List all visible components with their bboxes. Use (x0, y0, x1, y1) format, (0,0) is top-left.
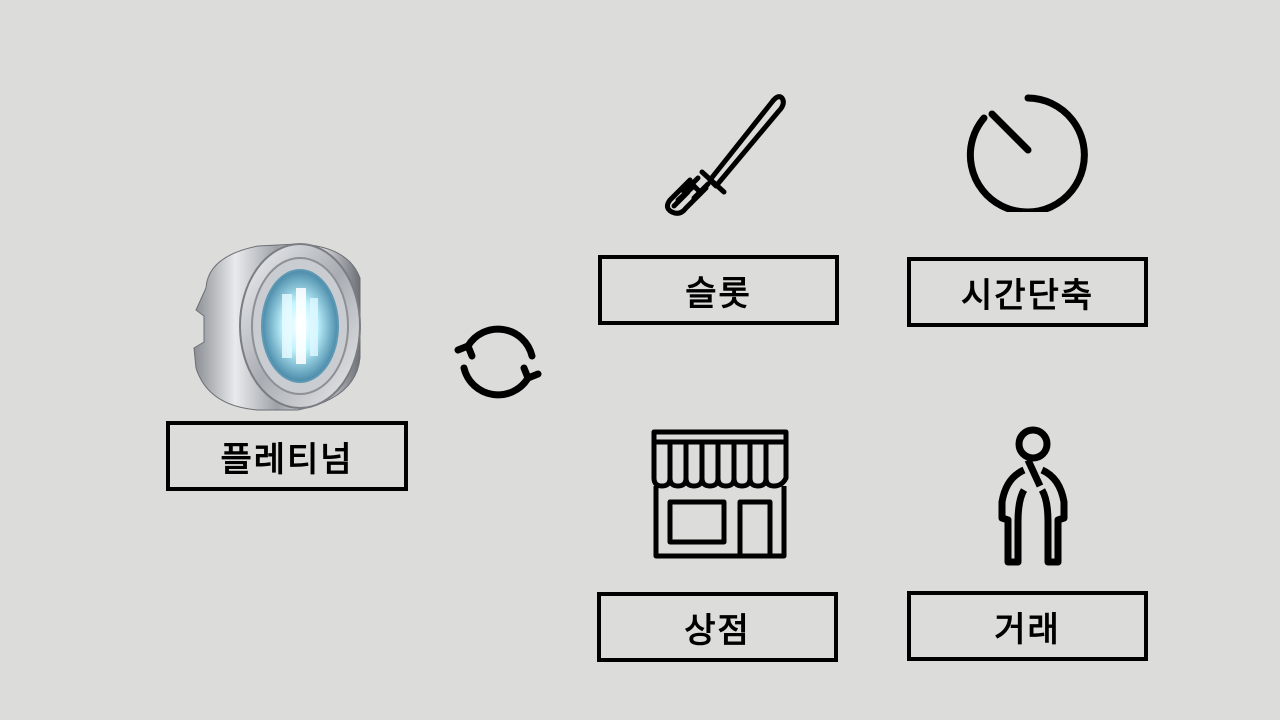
person-icon (994, 426, 1072, 566)
timer-icon (962, 90, 1096, 212)
sword-icon (654, 88, 786, 218)
option-label-trade[interactable]: 거래 (907, 591, 1148, 661)
sync-arrows-icon[interactable] (452, 316, 544, 408)
option-label-shop[interactable]: 상점 (597, 592, 838, 662)
option-label-slot[interactable]: 슬롯 (598, 255, 839, 325)
platinum-cylinder-icon (188, 238, 368, 414)
option-label-time[interactable]: 시간단축 (907, 257, 1148, 327)
item-label: 플레티넘 (166, 421, 408, 491)
storefront-icon (650, 428, 792, 562)
